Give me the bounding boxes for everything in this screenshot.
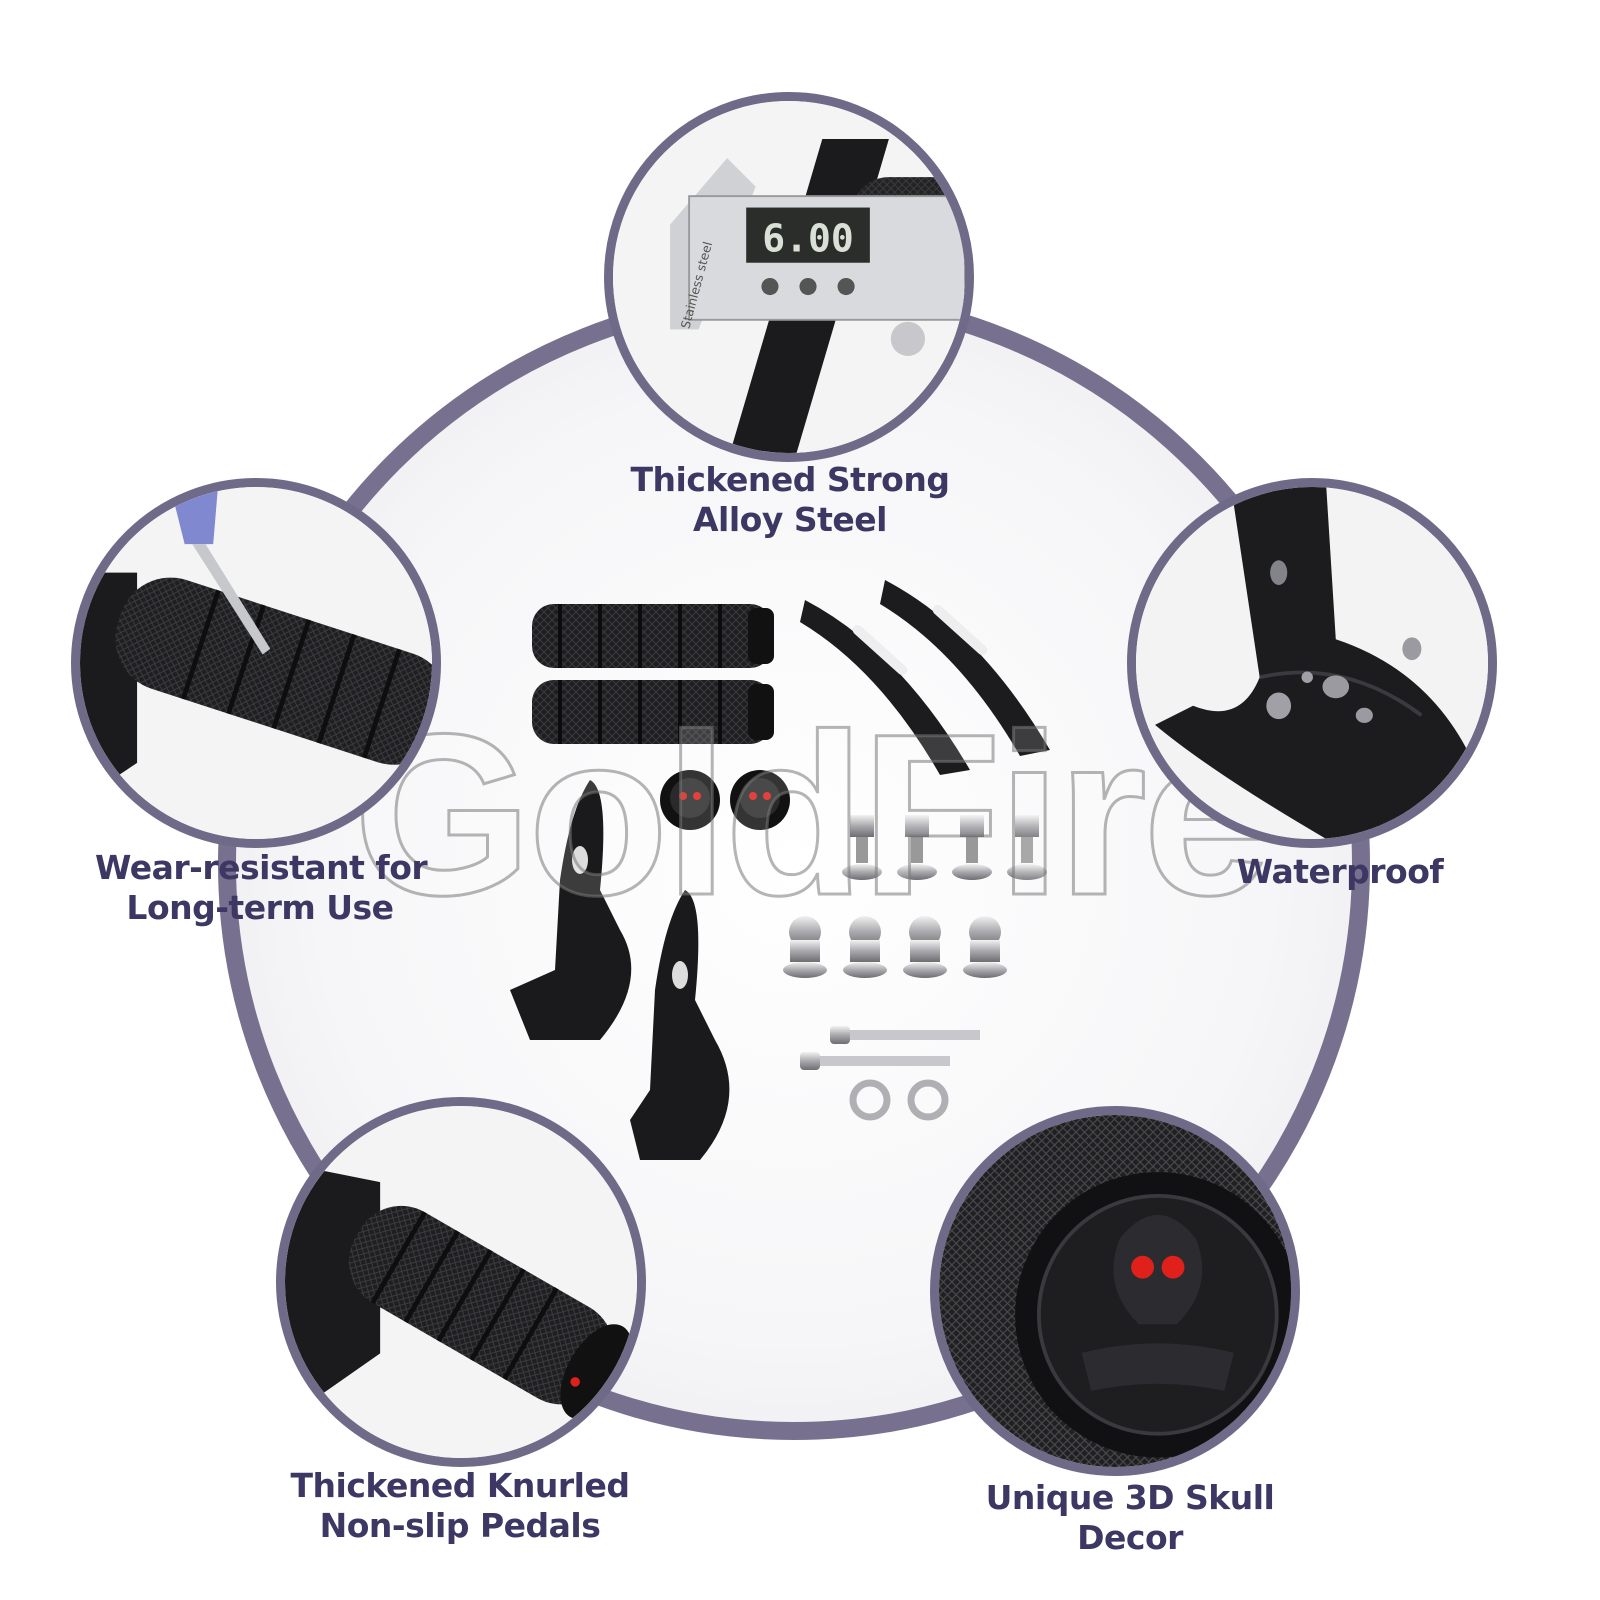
caption-knurled-line1: Thickened Knurled bbox=[290, 1466, 630, 1505]
brand-watermark: GoldFire bbox=[352, 686, 1273, 943]
curved-strap-right bbox=[880, 580, 1050, 756]
caliper-measurement-icon: 6.00 Stainless steel bbox=[613, 101, 965, 453]
caption-alloy-line2: Alloy Steel bbox=[693, 500, 887, 539]
caliper-reading: 6.00 bbox=[762, 216, 854, 260]
washer-set bbox=[849, 1079, 949, 1121]
skull-end-cap-icon bbox=[939, 1115, 1291, 1467]
caption-knurled: Thickened Knurled Non-slip Pedals bbox=[290, 1466, 630, 1546]
skull-cap-right bbox=[730, 770, 790, 830]
long-bolt-set bbox=[800, 1026, 980, 1070]
acorn-nut-set bbox=[783, 916, 1007, 978]
feature-circle-knurled bbox=[276, 1097, 646, 1467]
parts-kit-image bbox=[510, 580, 1050, 1160]
caption-wear-line2: Long-term Use bbox=[126, 888, 394, 927]
knurled-peg-icon bbox=[285, 1106, 637, 1458]
caption-knurled-line2: Non-slip Pedals bbox=[319, 1506, 601, 1545]
water-droplets-icon bbox=[1136, 487, 1488, 839]
caption-skull-line2: Decor bbox=[1077, 1518, 1183, 1557]
skull-cap-left bbox=[660, 770, 720, 830]
caption-skull-line1: Unique 3D Skull bbox=[985, 1478, 1275, 1517]
caption-alloy: Thickened Strong Alloy Steel bbox=[590, 460, 990, 540]
bolt-set-top bbox=[842, 815, 1047, 880]
feature-circle-skull bbox=[930, 1106, 1300, 1476]
mounting-bracket-left bbox=[510, 780, 632, 1040]
mounting-bracket-right bbox=[630, 890, 730, 1160]
foot-peg-top bbox=[532, 604, 774, 668]
feature-circle-waterproof bbox=[1127, 478, 1497, 848]
caption-wear-line1: Wear-resistant for bbox=[95, 848, 428, 887]
caption-alloy-line1: Thickened Strong bbox=[630, 460, 950, 499]
caption-waterproof-line1: Waterproof bbox=[1236, 852, 1444, 891]
feature-circle-wear bbox=[71, 478, 441, 848]
feature-circle-alloy: 6.00 Stainless steel bbox=[604, 92, 974, 462]
foot-peg-bottom bbox=[532, 680, 774, 744]
caption-waterproof: Waterproof bbox=[1230, 852, 1450, 892]
caption-wear: Wear-resistant for Long-term Use bbox=[95, 848, 428, 928]
caption-skull: Unique 3D Skull Decor bbox=[960, 1478, 1300, 1558]
curved-strap-left bbox=[800, 600, 970, 775]
screwdriver-scratch-icon bbox=[80, 487, 432, 839]
